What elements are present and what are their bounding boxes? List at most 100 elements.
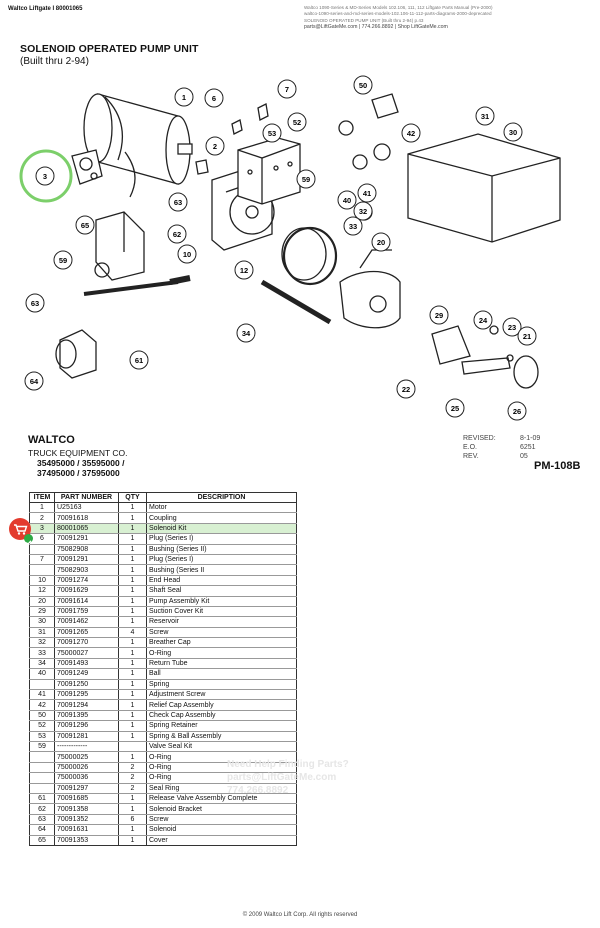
- cell-item: [29, 564, 55, 576]
- callout-bubble: 40: [337, 190, 357, 210]
- callout-label: 1: [182, 93, 186, 102]
- table-header-row: ITEM PART NUMBER QTY DESCRIPTION: [29, 492, 297, 503]
- cell-qty: 1: [118, 751, 147, 763]
- cell-description: O-Ring: [146, 772, 297, 784]
- cell-part-number: 80001065: [54, 523, 119, 535]
- eo-value: 6251: [520, 444, 536, 451]
- cell-part-number: 70091631: [54, 824, 119, 836]
- callout-label: 41: [363, 189, 371, 198]
- callout-bubble: 23: [502, 317, 522, 337]
- cell-part-number: 70091297: [54, 783, 119, 794]
- cell-part-number: 70091614: [54, 596, 119, 607]
- cell-part-number: 70091296: [54, 720, 119, 732]
- source-line: SOLENOID OPERATED PUMP UNIT (Built thru …: [304, 17, 424, 23]
- cell-description: Valve Seal Kit: [146, 741, 297, 753]
- callout-bubble: 6: [204, 88, 224, 108]
- cell-description: Breather Cap: [146, 637, 297, 649]
- callout-bubble: 24: [473, 310, 493, 330]
- cell-item: 63: [29, 814, 55, 826]
- callout-label: 25: [451, 404, 459, 413]
- revised-label: REVISED:: [463, 435, 496, 442]
- cell-description: Suction Cover Kit: [146, 606, 297, 618]
- cell-qty: 1: [118, 554, 147, 566]
- cell-description: Solenoid: [146, 824, 297, 836]
- return-tube-part: [260, 279, 332, 325]
- cell-item: 32: [29, 637, 55, 649]
- header-part-number: PART NUMBER: [54, 492, 119, 503]
- callout-bubble: 32: [353, 201, 373, 221]
- callout-bubble: 42: [401, 123, 421, 143]
- cell-description: O-Ring: [146, 751, 297, 763]
- model-numbers-line1: 35495000 / 35595000 /: [37, 458, 125, 468]
- contact-line[interactable]: parts@LiftGateMe.com | 774.266.8892 | Sh…: [304, 23, 448, 30]
- cell-description: Spring Retainer: [146, 720, 297, 732]
- cell-description: Screw: [146, 814, 297, 826]
- cell-qty: 1: [118, 710, 147, 722]
- cell-item: 64: [29, 824, 55, 836]
- cell-item: [29, 783, 55, 794]
- callout-bubble: 21: [517, 326, 537, 346]
- callout-label: 22: [402, 385, 410, 394]
- callout-label: 34: [242, 329, 251, 338]
- cart-icon: [14, 524, 28, 535]
- header-description: DESCRIPTION: [146, 492, 297, 503]
- callout-label: 20: [377, 238, 385, 247]
- cell-part-number: 70091358: [54, 803, 119, 815]
- cell-qty: 1: [118, 689, 147, 701]
- cell-qty: 1: [118, 835, 147, 846]
- cell-description: Reservoir: [146, 616, 297, 628]
- table-row[interactable]: 59-------------Valve Seal Kit: [29, 741, 297, 753]
- callout-bubble: 34: [236, 323, 256, 343]
- callout-label: 42: [407, 129, 415, 138]
- cell-qty: 1: [118, 585, 147, 597]
- cell-description: O-Ring: [146, 647, 297, 659]
- cell-item: [29, 751, 55, 763]
- cell-item: 62: [29, 803, 55, 815]
- suction-cover-part: [431, 325, 471, 365]
- cell-qty: 2: [118, 772, 147, 784]
- cell-description: Screw: [146, 627, 297, 639]
- cell-item: 20: [29, 596, 55, 607]
- cell-qty: 6: [118, 814, 147, 826]
- callout-bubble: 20: [371, 232, 391, 252]
- copyright-footer: © 2009 Waltco Lift Corp. All rights rese…: [242, 912, 358, 918]
- cell-item: 31: [29, 627, 55, 639]
- cell-qty: 1: [118, 793, 147, 805]
- callout-bubble: 64: [24, 371, 44, 391]
- revised-value: 8-1-09: [520, 435, 541, 442]
- cell-part-number: 75000026: [54, 762, 119, 774]
- cell-part-number: 75000025: [54, 751, 119, 763]
